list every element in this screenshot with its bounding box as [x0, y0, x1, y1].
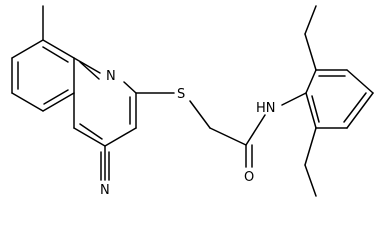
n-aryl-bond [281, 92, 307, 106]
amide-nh-label: HN [256, 101, 276, 116]
sulfur-label: S [177, 87, 185, 102]
ch2-carbonyl-bond [209, 127, 247, 146]
s-ch2-bond [189, 100, 211, 129]
nitrile-group [100, 145, 110, 181]
aryl-ring [305, 69, 374, 129]
carbonyl-group [245, 144, 253, 168]
structure-canvas: N S HN O N [11, 5, 374, 198]
ring-nitrogen-label: N [106, 69, 116, 84]
nitrile-nitrogen-label: N [100, 183, 110, 198]
benzo-ring [11, 39, 75, 112]
pyridine-ring [73, 57, 137, 147]
ethyl-upper [304, 5, 317, 71]
carbonyl-oxygen-label: O [244, 170, 254, 185]
ethyl-lower [304, 127, 317, 197]
carbonyl-n-bond [245, 114, 266, 146]
molecule-drawing: N S HN O N [11, 5, 374, 198]
